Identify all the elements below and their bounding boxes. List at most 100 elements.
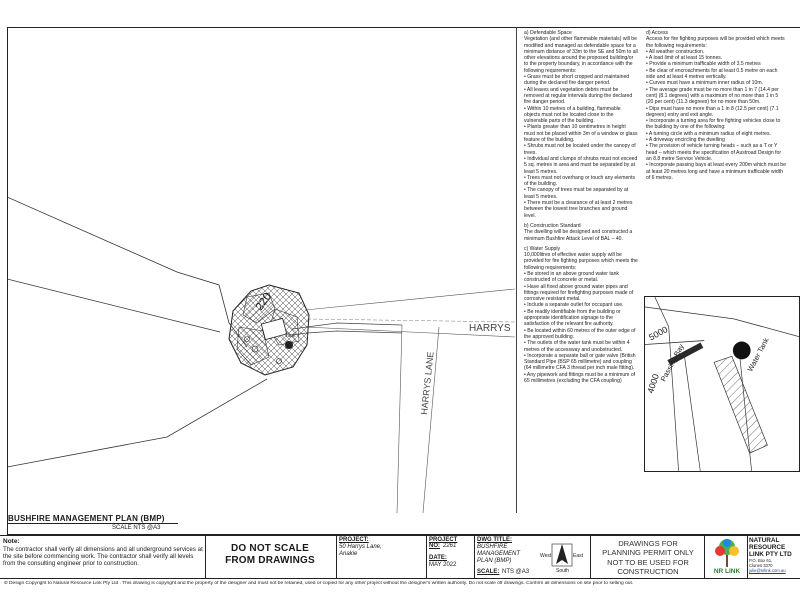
requirement-item: • Have all fixed above ground water pipe… <box>524 283 634 303</box>
project-address-line: Anakie <box>339 551 358 557</box>
title-block <box>0 535 800 579</box>
passing-bay-bar <box>667 342 704 366</box>
boundary-line <box>7 196 248 348</box>
requirement-item: • Plants greater than 10 centimetres in … <box>524 124 638 144</box>
dwelling <box>260 317 288 341</box>
site-plan: HARRYS HARRYS LANE Tank 220 <box>7 27 515 513</box>
tree-logo-icon <box>715 546 725 556</box>
requirement-item: • All weather construction. <box>646 48 705 55</box>
dwg-title-line: BUSHFIRE <box>477 544 508 550</box>
do-not-scale-warning: DO NOT SCALE FROM DRAWINGS <box>210 543 330 567</box>
firm-address-line: P.O. Box 61, <box>749 558 773 563</box>
requirement-item: • A driveway encircling the dwelling <box>646 137 725 144</box>
requirement-item: • Include a separate outlet for occupant… <box>524 302 624 309</box>
title-block-divider <box>474 535 475 579</box>
firm-name-line: RESOURCE <box>749 544 786 552</box>
title-block-divider <box>336 535 337 579</box>
date-value: MAY 2022 <box>429 562 457 568</box>
project-no-label-line: PROJECT <box>429 537 458 543</box>
title-block-divider <box>426 535 427 579</box>
firm-email-link[interactable]: julie@nrlink.com.au <box>749 567 786 573</box>
title-block-divider <box>205 535 206 579</box>
requirement-item: • Trees must not overhang or touch any e… <box>524 174 636 188</box>
requirement-item: • Incorporate a turning area for fire fi… <box>646 118 781 131</box>
requirement-item: • Dips must have no more than a 1 in 8 (… <box>646 105 779 118</box>
lane-edge <box>422 326 440 513</box>
note-text: The contractor shall verify all dimensio… <box>3 546 203 568</box>
section-intro: 10,000litres of effective water supply w… <box>524 252 638 271</box>
tree-logo-icon <box>723 539 731 547</box>
driveway-detail-inset: Water Tank Passing Bay 5000 4000 <box>644 296 800 472</box>
requirement-item: • Be located within 60 metres of the out… <box>524 327 636 340</box>
firm-name-line: LINK PTY LTD <box>749 551 792 559</box>
copyright-text: Design Copyright to Natural Resource Lin… <box>8 581 634 586</box>
inset-dimension-bottom: 4000 <box>645 373 661 395</box>
passing-bay-hatch <box>713 355 768 454</box>
inset-road-edge <box>654 297 679 471</box>
project-no-value: 2261 <box>443 543 457 549</box>
permit-line: DRAWINGS FOR <box>618 539 678 548</box>
project-value: 50 Harrys Lane, Anakie <box>339 544 382 558</box>
section-intro: The dwelling will be designed and constr… <box>524 229 633 242</box>
requirement-item: • A turning circle with a minimum radius… <box>646 130 771 137</box>
section-intro: Vegetation (and other flammable material… <box>524 36 638 74</box>
tree <box>276 358 282 364</box>
note-label: Note: <box>3 538 20 545</box>
requirement-item: • Any pipework and fittings must be a mi… <box>524 371 636 385</box>
requirement-item: • Shrubs must not be located under the c… <box>524 143 636 156</box>
driveway <box>291 330 403 336</box>
section-heading: c) Water Supply <box>524 245 561 252</box>
requirement-item: • Be readily identifiable from the build… <box>524 308 621 328</box>
permit-line: NOT TO BE USED FOR <box>607 557 689 567</box>
date-label: DATE: <box>429 555 447 561</box>
firm-address: P.O. Box 61, Clunes 3370 julie@nrlink.co… <box>749 558 799 574</box>
project-label: PROJECT: <box>339 537 369 543</box>
scale-value: NTS @A3 <box>502 569 530 575</box>
requirement-item: • The outlets of the water tank must be … <box>524 340 630 353</box>
plan-scale: SCALE NTS @A3 <box>112 525 161 531</box>
do-not-scale-line: DO NOT SCALE <box>231 543 309 554</box>
compass-arrow-icon <box>556 544 568 564</box>
requirement-item: • There must be a clearance of at least … <box>524 200 633 219</box>
plan-title-rule <box>8 523 178 524</box>
lane-label: HARRYS LANE <box>419 351 436 415</box>
section-intro: Access for fire fighting purposes will b… <box>646 36 785 49</box>
inset-dimension-top: 5000 <box>647 324 669 342</box>
boundary-line <box>7 278 221 333</box>
copyright-notice: © Design Copyright to Natural Resource L… <box>4 581 798 586</box>
dwg-title-label: DWG TITLE: <box>477 537 512 543</box>
permit-line: PLANNING PERMIT ONLY <box>602 548 694 558</box>
tree <box>251 345 259 353</box>
section-heading: d) Access <box>646 30 669 36</box>
tree-logo-icon <box>729 546 739 556</box>
section-heading: a) Defendable Space <box>524 30 572 36</box>
do-not-scale-line: FROM DRAWINGS <box>225 555 315 566</box>
project-no-label: PROJECT <box>429 537 457 544</box>
managed-zone <box>242 292 276 324</box>
compass-south: South <box>556 568 569 574</box>
title-block-divider <box>590 535 591 579</box>
frame-divider <box>516 27 517 513</box>
requirement-item: • Be clear of encroachments for at least… <box>646 67 778 81</box>
requirement-item: • Provide a minimum trafficable width of… <box>646 61 761 68</box>
firm-name-line: NATURAL <box>749 537 780 544</box>
firm-name: NATURAL RESOURCE LINK PTY LTD <box>749 537 799 559</box>
requirement-item: • Individual and clumps of shrubs must n… <box>524 155 638 175</box>
inset-road-edge <box>645 340 705 345</box>
planning-permit-warning: DRAWINGS FOR PLANNING PERMIT ONLY NOT TO… <box>593 539 703 577</box>
compass-east: East <box>573 553 584 559</box>
requirement-item: • Within 10 metres of a building, flamma… <box>524 105 621 125</box>
inset-water-tank <box>732 341 751 360</box>
section-heading: b) Construction Standard <box>524 222 581 229</box>
drawing-frame <box>7 27 800 535</box>
firm-address-line: Clunes 3370 <box>749 562 773 568</box>
requirement-item: • Incorporate passing bays at least ever… <box>646 162 786 181</box>
requirement-item: • All leaves and vegetation debris must … <box>524 86 633 106</box>
copyright-icon: © <box>4 581 8 586</box>
requirement-item: • Curves must have a minimum inner radiu… <box>646 80 764 87</box>
plan-title: BUSHFIRE MANAGEMENT PLAN (BMP) <box>8 514 165 523</box>
project-address-line: 50 Harrys Lane, <box>339 544 382 550</box>
requirement-item: • Incorporate a separate ball or gate va… <box>524 352 636 372</box>
